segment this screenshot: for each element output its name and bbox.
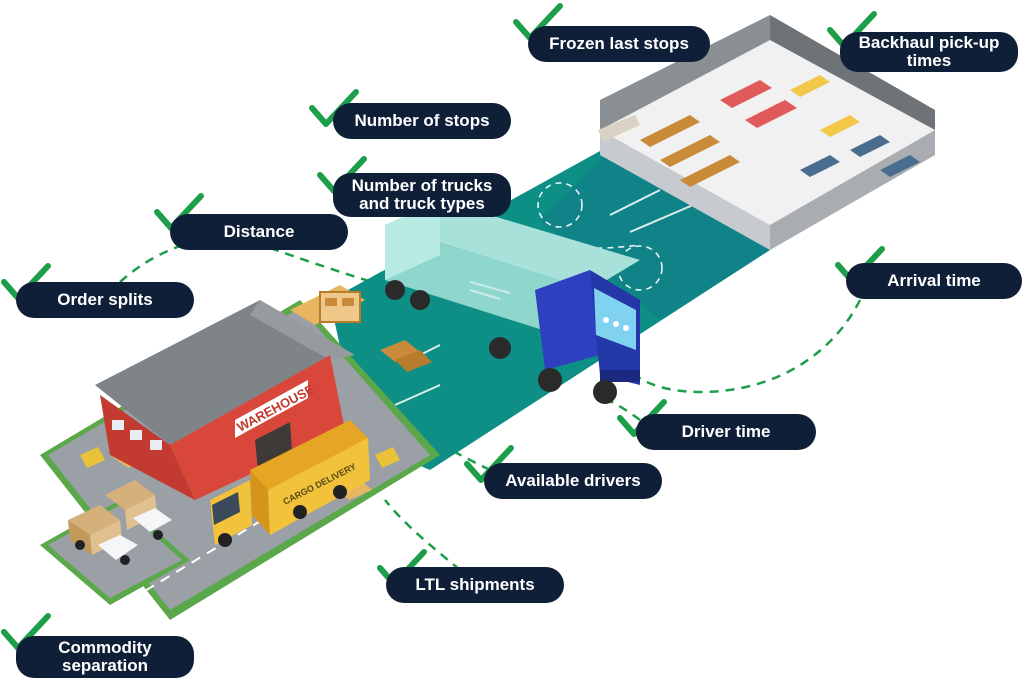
warehouse-building: WAREHOUSE: [95, 300, 355, 500]
check-icon: [309, 89, 359, 127]
check-icon: [617, 399, 667, 437]
semi-truck: [385, 200, 640, 404]
label-backhaul-pickup-times: Backhaul pick-up times: [840, 32, 1018, 72]
warehouse-roof-right: [250, 300, 355, 360]
connector-ltl: [384, 499, 461, 571]
cargo-truck: CARGO DELIVERY: [210, 420, 370, 547]
label-number-of-stops: Number of stops: [333, 103, 511, 139]
warehouse-sign-board: [235, 380, 308, 438]
check-icon: [464, 445, 514, 483]
trailer-rear: [385, 200, 440, 280]
label-frozen-last-stops: Frozen last stops: [528, 26, 710, 62]
label-order-splits: Order splits: [16, 282, 194, 318]
store-building: [598, 15, 935, 250]
connector-arrival: [629, 299, 862, 394]
cab-windshield: [594, 288, 636, 350]
store-side-wall: [770, 130, 935, 250]
store-wall-right: [770, 15, 935, 130]
store-floor: [600, 40, 935, 225]
forklifts: [80, 447, 400, 468]
store-wall-left: [600, 15, 770, 130]
trailer-top: [385, 200, 640, 290]
small-vans: [68, 480, 172, 565]
cab-side: [535, 270, 600, 370]
label-distance: Distance: [170, 214, 348, 250]
warehouse-roof-left: [95, 300, 330, 445]
store-front-wall: [600, 130, 770, 250]
label-driver-time: Driver time: [636, 414, 816, 450]
label-commodity-separation: Commodity separation: [16, 636, 194, 678]
label-number-of-trucks: Number of trucks and truck types: [333, 173, 511, 217]
label-available-drivers: Available drivers: [484, 463, 662, 499]
road-shadow: [540, 140, 770, 320]
label-ltl-shipments: LTL shipments: [386, 567, 564, 603]
connector-distance: [269, 246, 373, 284]
label-arrival-time: Arrival time: [846, 263, 1022, 299]
